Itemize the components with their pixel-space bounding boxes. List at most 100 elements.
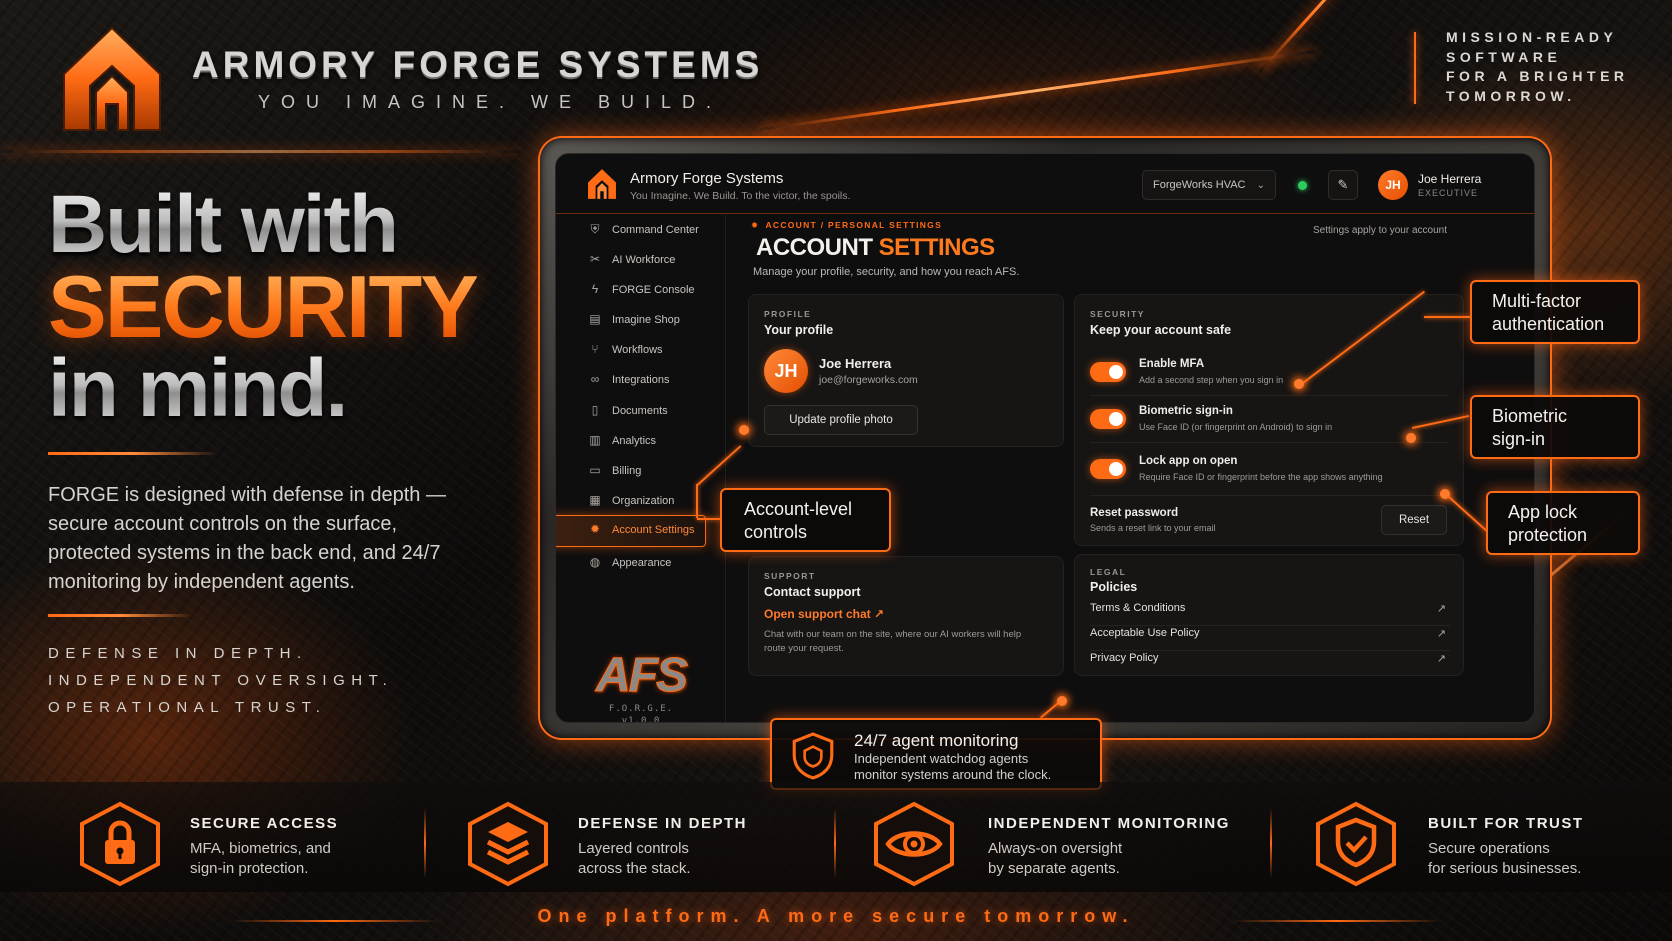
feature-title: INDEPENDENT MONITORING: [988, 815, 1230, 832]
brand-tagline: YOU IMAGINE. WE BUILD.: [258, 92, 723, 112]
sidebar-item-analytics[interactable]: ▥Analytics: [556, 426, 726, 456]
page-subtitle: Manage your profile, security, and how y…: [753, 266, 1020, 278]
lock-icon: [80, 801, 160, 887]
sidebar-item-ai-workforce[interactable]: ✂AI Workforce: [556, 245, 726, 275]
hero-line-1: Built with: [48, 184, 477, 266]
user-role: EXECUTIVE: [1418, 188, 1479, 198]
sidebar-item-label: Billing: [612, 465, 642, 477]
sidebar-item-label: Appearance: [612, 557, 672, 569]
policy-link-terms[interactable]: Terms & Conditions↗: [1090, 602, 1450, 626]
monitoring-line: monitor systems around the clock.: [854, 767, 1052, 782]
reset-password-description: Sends a reset link to your email: [1090, 523, 1216, 533]
armory-logo-icon: [63, 26, 161, 131]
chevron-down-icon: ⌄: [1256, 180, 1265, 191]
afs-mark: AFS: [596, 649, 689, 703]
callout-connector: [696, 484, 698, 518]
app-lock-description: Require Face ID or fingerprint before th…: [1139, 472, 1383, 482]
card-kicker: SUPPORT: [764, 571, 816, 581]
callout-dot: [1294, 379, 1304, 389]
pillar-item: OPERATIONAL TRUST.: [48, 699, 327, 716]
bar-chart-icon: ▥: [589, 433, 601, 447]
building-icon: ▦: [589, 493, 601, 507]
external-link-icon: ↗: [1436, 628, 1446, 640]
divider: [1090, 495, 1448, 496]
bolt-icon: ϟ: [591, 282, 599, 296]
page-title-accent: SETTINGS: [878, 234, 996, 261]
mission-statement: MISSION-READY SOFTWARE FOR A BRIGHTER TO…: [1446, 28, 1656, 106]
profile-card: PROFILE Your profile JH Joe Herrera joe@…: [748, 294, 1064, 447]
glow-streak: [1258, 0, 1436, 73]
policy-link-acceptable-use[interactable]: Acceptable Use Policy↗: [1090, 627, 1450, 651]
open-support-chat-link[interactable]: Open support chat ↗: [764, 607, 885, 621]
workflow-icon: ⑂: [591, 342, 599, 356]
feature-line: Layered controls: [578, 840, 689, 857]
globe-icon: ◍: [589, 555, 601, 569]
app-version: v1.0.0: [621, 716, 661, 723]
mission-line: MISSION-READY: [1446, 29, 1618, 45]
sidebar-item-workflows[interactable]: ⑂ Workflows: [556, 335, 726, 365]
sidebar-item-command-center[interactable]: ⛨Command Center: [556, 215, 726, 245]
app-subtitle: You Imagine. We Build. To the victor, th…: [630, 190, 851, 202]
biometric-description: Use Face ID (or fingerprint on Android) …: [1139, 422, 1333, 432]
mission-divider: [1414, 32, 1416, 104]
mfa-toggle[interactable]: [1090, 362, 1126, 382]
user-avatar[interactable]: JH: [1378, 170, 1408, 200]
feature-title: BUILT FOR TRUST: [1428, 815, 1584, 832]
sidebar-item-account-settings[interactable]: ✹ Account Settings: [556, 515, 706, 547]
sidebar-item-label: Imagine Shop: [612, 314, 680, 326]
sidebar-item-appearance[interactable]: ◍ Appearance: [556, 548, 726, 578]
mission-line: TOMORROW.: [1446, 87, 1576, 104]
gear-icon: ✹: [589, 522, 601, 536]
breadcrumb: ✹ACCOUNT / PERSONAL SETTINGS: [751, 220, 942, 231]
sidebar-item-label: Account Settings: [612, 524, 695, 536]
pillar-item: INDEPENDENT OVERSIGHT.: [48, 672, 394, 689]
update-profile-photo-button[interactable]: Update profile photo: [764, 405, 918, 435]
footer-divider: [1232, 920, 1442, 922]
callout-monitoring: 24/7 agent monitoring Independent watchd…: [770, 718, 1102, 790]
edit-button[interactable]: ✎: [1328, 170, 1358, 200]
callout-dot: [1057, 696, 1067, 706]
link-icon: ∞: [590, 372, 600, 386]
feature-title: SECURE ACCESS: [190, 815, 339, 832]
app-logo-icon[interactable]: [586, 168, 618, 200]
layers-icon: [468, 801, 548, 887]
card-title: Contact support: [764, 585, 861, 599]
sidebar-item-label: Workflows: [612, 344, 663, 356]
hero-line-3: in mind.: [48, 348, 477, 430]
document-icon: ▯: [591, 403, 599, 417]
sidebar-item-organization[interactable]: ▦Organization: [556, 486, 726, 516]
organization-select[interactable]: ForgeWorks HVAC ⌄: [1142, 170, 1276, 200]
profile-email: joe@forgeworks.com: [819, 374, 918, 386]
callout-text: Account-level: [744, 499, 853, 519]
policy-label: Terms & Conditions: [1090, 602, 1186, 614]
hero-description: FORGE is designed with defense in depth …: [48, 484, 446, 593]
policy-link-privacy[interactable]: Privacy Policy↗: [1090, 652, 1450, 676]
sidebar-item-integrations[interactable]: ∞Integrations: [556, 365, 726, 395]
feature-line: sign-in protection.: [190, 860, 309, 877]
security-card: SECURITY Keep your account safe Enable M…: [1074, 294, 1464, 546]
app-topbar: Armory Forge Systems You Imagine. We Bui…: [556, 154, 1534, 214]
user-name[interactable]: Joe Herrera: [1418, 172, 1482, 186]
page-note: Settings apply to your account: [1313, 225, 1447, 236]
callout-text: protection: [1508, 525, 1588, 545]
card-title: Your profile: [764, 323, 834, 337]
biometric-toggle[interactable]: [1090, 409, 1126, 429]
feature-line: Secure operations: [1428, 840, 1550, 857]
feature-title: DEFENSE IN DEPTH: [578, 815, 748, 832]
profile-avatar[interactable]: JH: [764, 349, 808, 393]
hero-headline: Built with SECURITY in mind.: [48, 184, 479, 430]
sidebar-item-documents[interactable]: ▯Documents: [556, 396, 726, 426]
callout-dot: [739, 425, 749, 435]
sidebar-item-imagine-shop[interactable]: ▤Imagine Shop: [556, 305, 726, 335]
sidebar-item-billing[interactable]: ▭Billing: [556, 456, 726, 486]
app-lock-toggle[interactable]: [1090, 459, 1126, 479]
feature-line: across the stack.: [578, 860, 691, 877]
reset-password-button[interactable]: Reset: [1381, 505, 1447, 535]
organization-select-value: ForgeWorks HVAC: [1153, 179, 1246, 191]
